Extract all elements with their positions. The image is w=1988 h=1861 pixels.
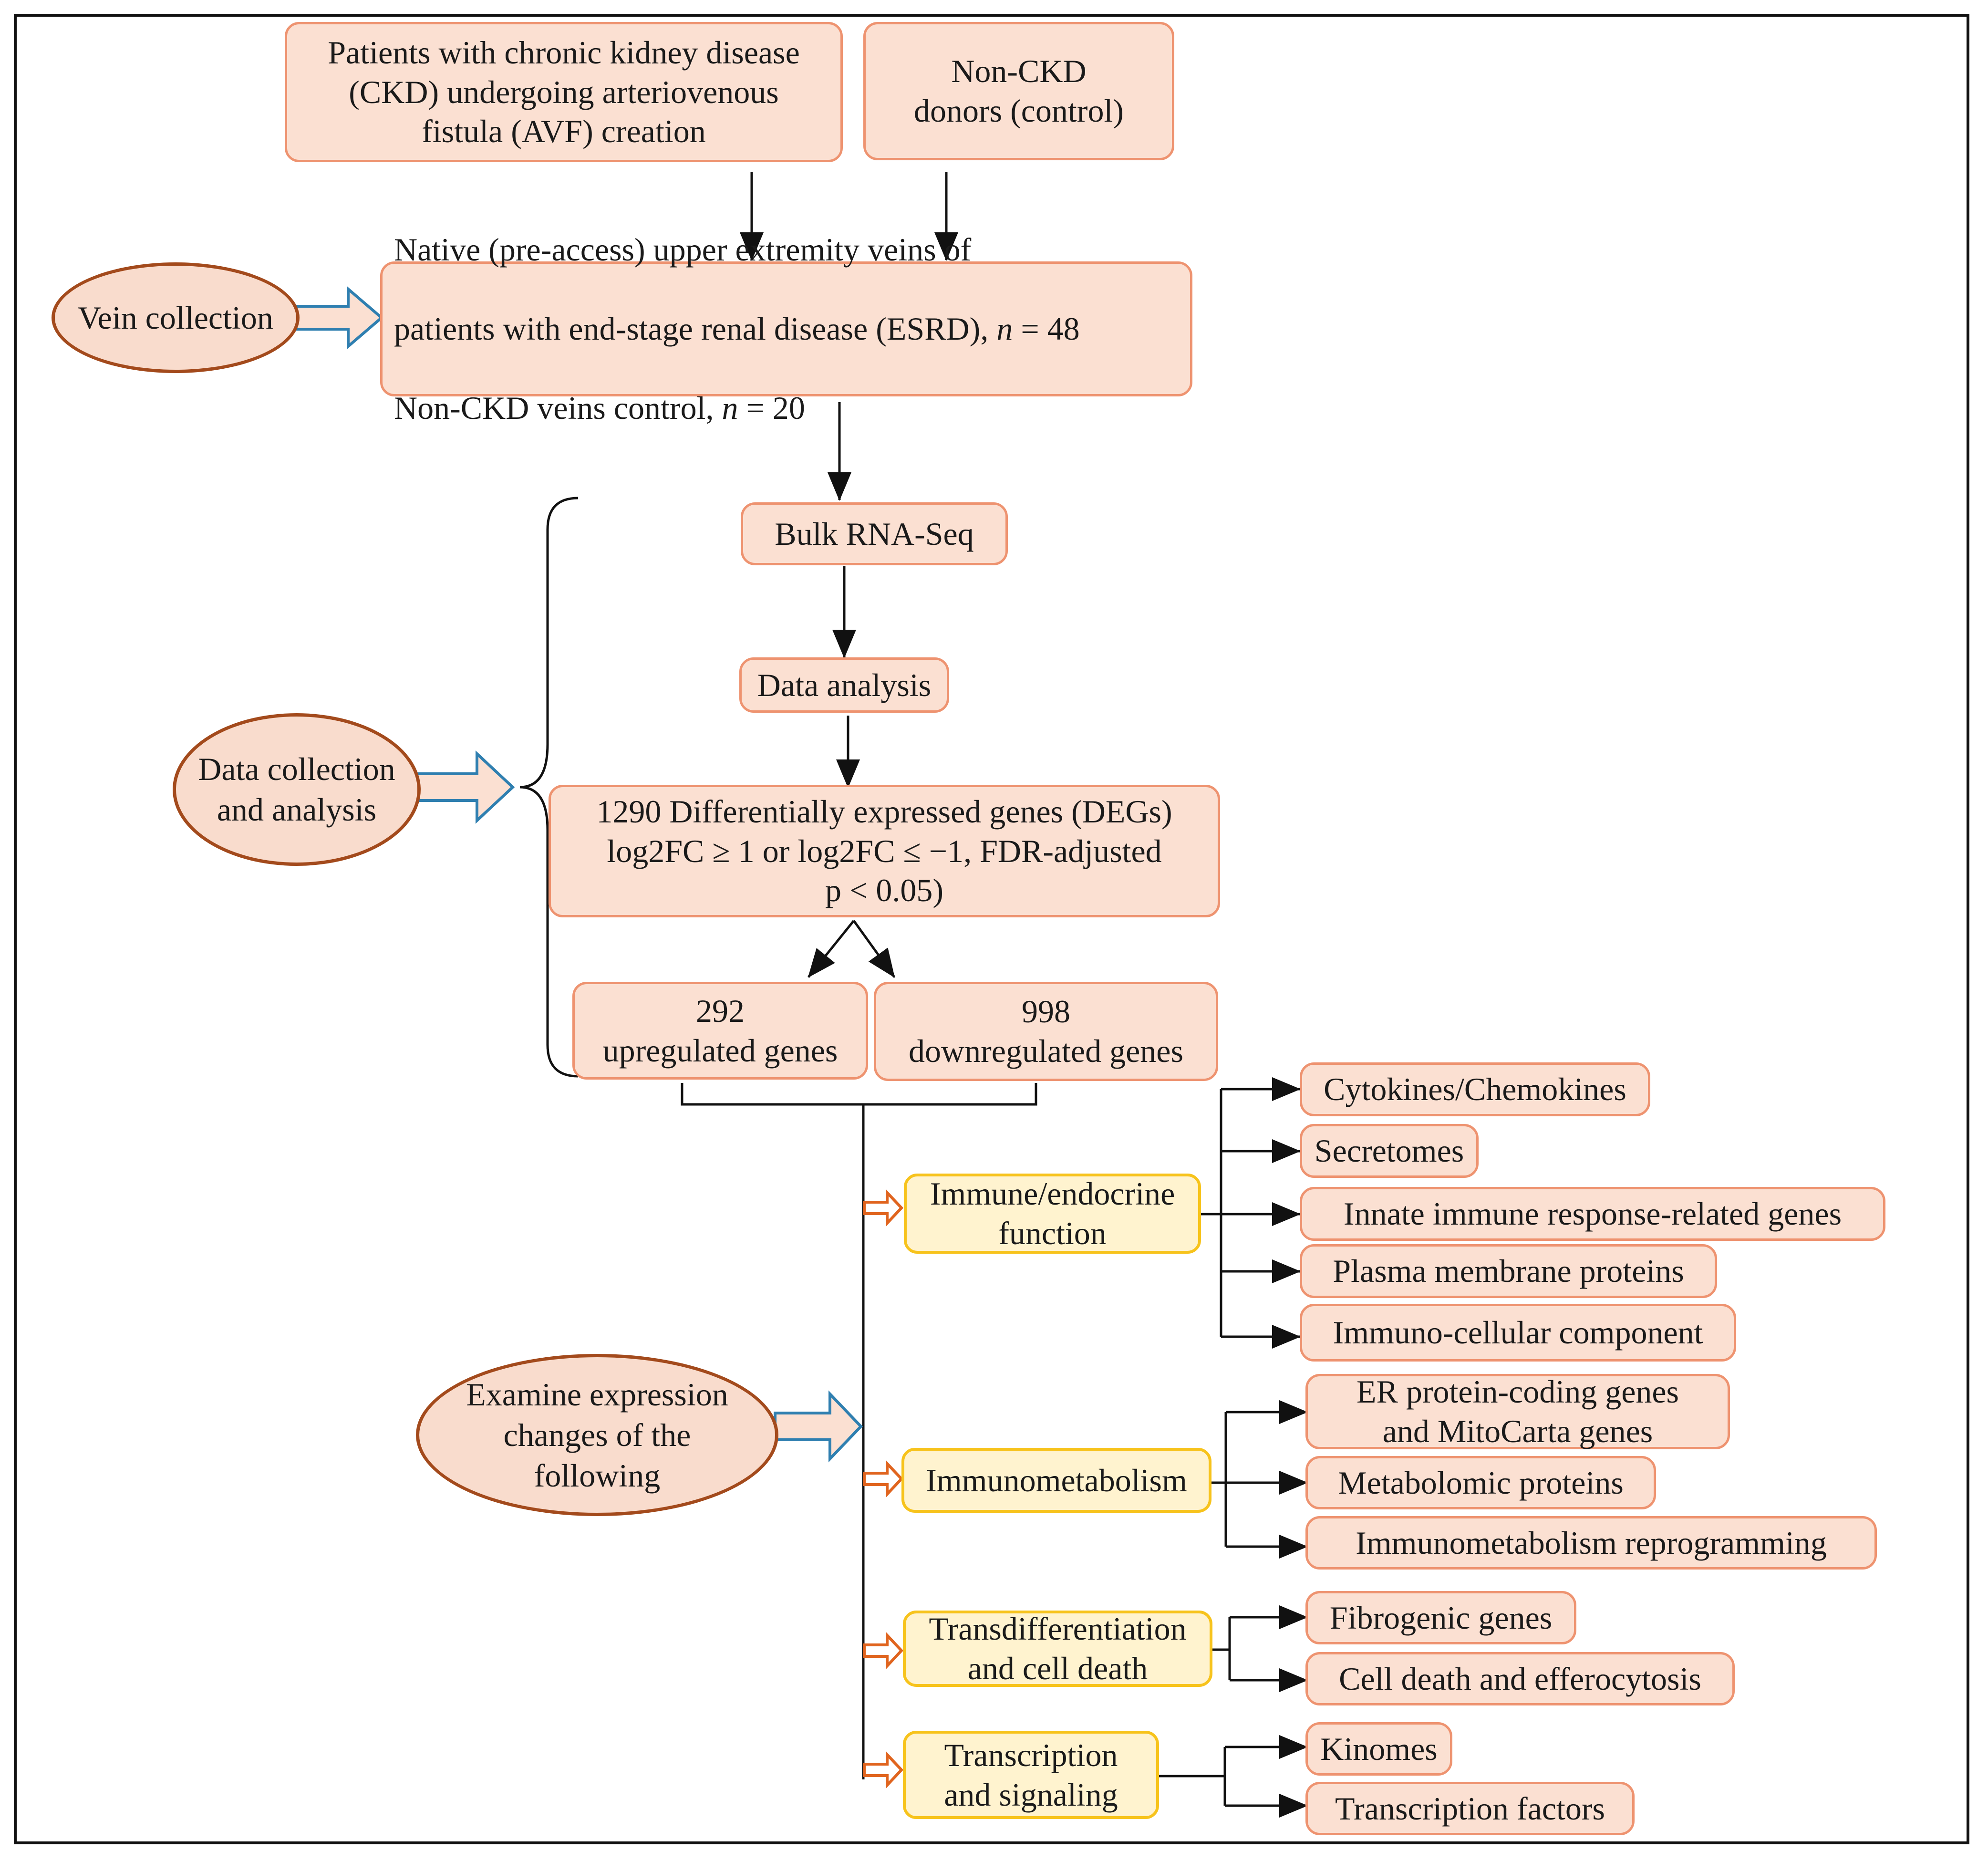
immuno-cellular-box: Immuno-cellular component	[1300, 1304, 1736, 1362]
ckd-patients-box: Patients with chronic kidney disease (CK…	[285, 22, 843, 162]
immunometabolism-box: Immunometabolism	[901, 1448, 1211, 1513]
cytokines-chemokines-box: Cytokines/Chemokines	[1300, 1062, 1650, 1116]
transcription-small-arrow	[863, 1751, 904, 1789]
er-mitocarta-box: ER protein-coding genes and MitoCarta ge…	[1305, 1373, 1730, 1449]
non-ckd-donors-box: Non-CKD donors (control)	[863, 22, 1174, 160]
arrow-degs-to-down	[852, 920, 896, 978]
transdifferentiation-box: Transdifferentiation and cell death	[903, 1611, 1212, 1687]
transdiff-small-arrow	[863, 1632, 904, 1670]
immune-endocrine-box: Immune/endocrine function	[904, 1174, 1201, 1254]
plasma-membrane-box: Plasma membrane proteins	[1300, 1244, 1717, 1298]
downregulated-genes-box: 998 downregulated genes	[874, 982, 1218, 1081]
transcription-signaling-box: Transcription and signaling	[903, 1731, 1159, 1819]
data-collection-block-arrow	[414, 750, 515, 824]
veins-line-1: Native (pre-access) upper extremity vein…	[394, 231, 972, 268]
immunometabolism-reprogramming-box: Immunometabolism reprogramming	[1305, 1516, 1877, 1570]
data-collection-oval: Data collection and analysis	[173, 713, 421, 866]
veins-box: Native (pre-access) upper extremity vein…	[380, 231, 1192, 426]
bulk-rnaseq-box: Bulk RNA-Seq	[741, 502, 1008, 565]
secretomes-box: Secretomes	[1300, 1124, 1479, 1178]
upregulated-genes-box: 292 upregulated genes	[572, 982, 868, 1080]
vein-collection-oval: Vein collection	[52, 262, 300, 373]
examine-oval: Examine expression changes of the follow…	[416, 1354, 778, 1516]
veins-line-3: Non-CKD veins control, n = 20	[394, 389, 805, 426]
diagram-frame	[14, 14, 1969, 1844]
kinomes-box: Kinomes	[1305, 1722, 1452, 1776]
veins-box-text: Native (pre-access) upper extremity vein…	[394, 190, 1080, 468]
degs-box: 1290 Differentially expressed genes (DEG…	[549, 785, 1220, 917]
immunomet-small-arrow	[863, 1460, 904, 1498]
cell-death-efferocytosis-box: Cell death and efferocytosis	[1305, 1652, 1735, 1705]
data-analysis-box: Data analysis	[739, 657, 949, 713]
fibrogenic-genes-box: Fibrogenic genes	[1305, 1591, 1576, 1644]
data-collection-bracket	[519, 497, 579, 1078]
genes-join-bracket	[681, 1083, 1037, 1106]
veins-line-2: patients with end-stage renal disease (E…	[394, 311, 1080, 347]
innate-immune-box: Innate immune response-related genes	[1300, 1187, 1885, 1241]
immune-small-arrow	[863, 1189, 904, 1227]
examine-block-arrow	[774, 1390, 863, 1463]
metabolomic-proteins-box: Metabolomic proteins	[1305, 1456, 1656, 1509]
vein-collection-block-arrow	[292, 286, 384, 350]
transcription-factors-box: Transcription factors	[1305, 1782, 1635, 1835]
arrow-degs-to-up	[808, 920, 855, 978]
